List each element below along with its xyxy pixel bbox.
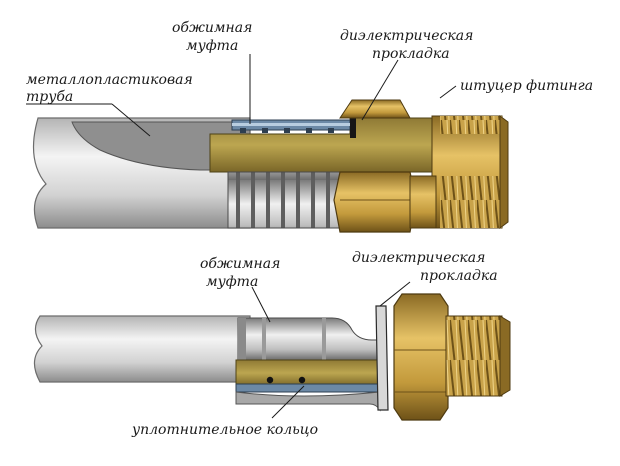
label-top-crimp-sleeve-line2: муфта — [186, 38, 238, 54]
bottom-fitting — [33, 293, 511, 421]
label-top-dielectric-line2: прокладка — [372, 46, 450, 62]
label-top-dielectric-line1: диэлектрическая — [340, 28, 473, 44]
label-fitting-nipple: штуцер фитинга — [460, 78, 593, 94]
bottom-dielectric-gasket — [375, 305, 389, 411]
bottom-section — [235, 359, 387, 387]
labels: обжимная муфта диэлектрическая прокладка… — [26, 20, 593, 438]
label-bottom-crimp-sleeve-line1: обжимная — [200, 256, 280, 272]
top-nut-upper — [339, 99, 411, 119]
top-crimp-sleeve-outer — [227, 171, 347, 229]
label-bottom-dielectric-line1: диэлектрическая — [352, 250, 485, 266]
label-sealing-ring: уплотнительное кольцо — [131, 422, 318, 438]
top-dielectric-gasket — [350, 112, 356, 138]
label-pipe-line2: труба — [26, 89, 73, 105]
label-bottom-crimp-sleeve-line2: муфта — [206, 274, 258, 290]
label-pipe-line1: металлопластиковая — [26, 72, 193, 88]
top-fitting — [32, 99, 509, 233]
label-bottom-dielectric-line2: прокладка — [420, 268, 498, 284]
top-sleeve-ribs — [240, 128, 334, 133]
bottom-pipe — [33, 315, 251, 383]
o-ring-1 — [266, 376, 274, 384]
leader-lines — [26, 54, 457, 419]
label-top-crimp-sleeve-line1: обжимная — [172, 20, 252, 36]
top-pipe-cut — [71, 121, 251, 171]
top-nut-hex — [333, 171, 417, 233]
bottom-nut — [393, 293, 449, 421]
bottom-fitting-threads — [445, 315, 503, 397]
bottom-crimp-sleeve — [237, 317, 381, 361]
o-ring-2 — [298, 376, 306, 384]
